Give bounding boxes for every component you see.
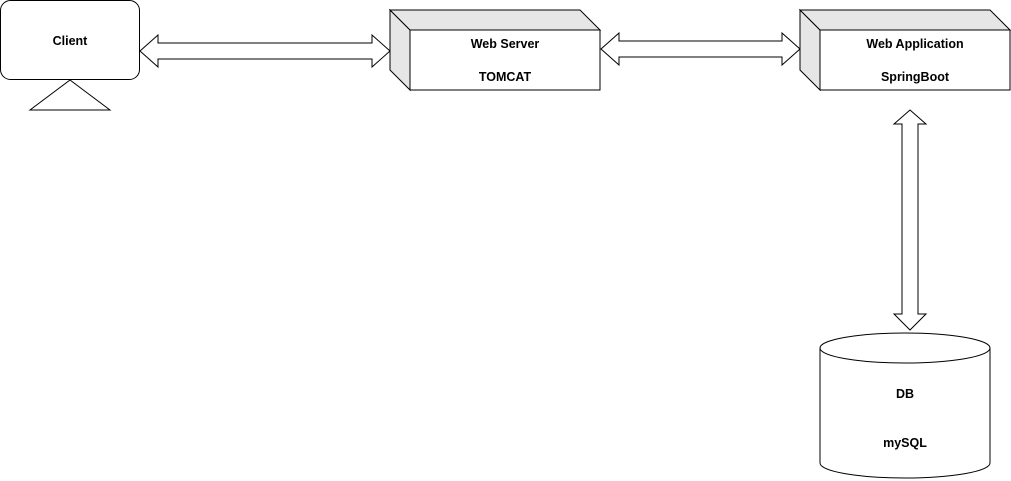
client-node[interactable]: Client bbox=[0, 0, 140, 111]
cylinder-icon bbox=[819, 332, 991, 479]
database-node[interactable]: DB mySQL bbox=[819, 332, 991, 479]
web-server-box-front bbox=[409, 29, 601, 91]
web-app-subtitle: SpringBoot bbox=[881, 70, 950, 84]
web-server-subtitle: TOMCAT bbox=[479, 70, 532, 84]
cylinder-top-rim bbox=[819, 347, 991, 364]
client-server-arrow bbox=[139, 33, 391, 69]
client-label: Client bbox=[53, 34, 89, 48]
db-title: DB bbox=[896, 387, 914, 401]
web-app-title: Web Application bbox=[866, 37, 963, 51]
web-server-node[interactable]: Web Server TOMCAT bbox=[388, 8, 602, 92]
web-server-title: Web Server bbox=[471, 37, 540, 51]
monitor-stand-icon bbox=[28, 79, 112, 111]
app-db-arrow bbox=[892, 109, 928, 331]
web-app-box-front bbox=[819, 29, 1011, 91]
db-subtitle: mySQL bbox=[883, 436, 927, 450]
server-app-arrow bbox=[600, 31, 801, 67]
web-app-node[interactable]: Web Application SpringBoot bbox=[798, 8, 1011, 92]
web-server-box-top bbox=[388, 9, 602, 31]
web-app-box-top bbox=[798, 9, 1011, 31]
